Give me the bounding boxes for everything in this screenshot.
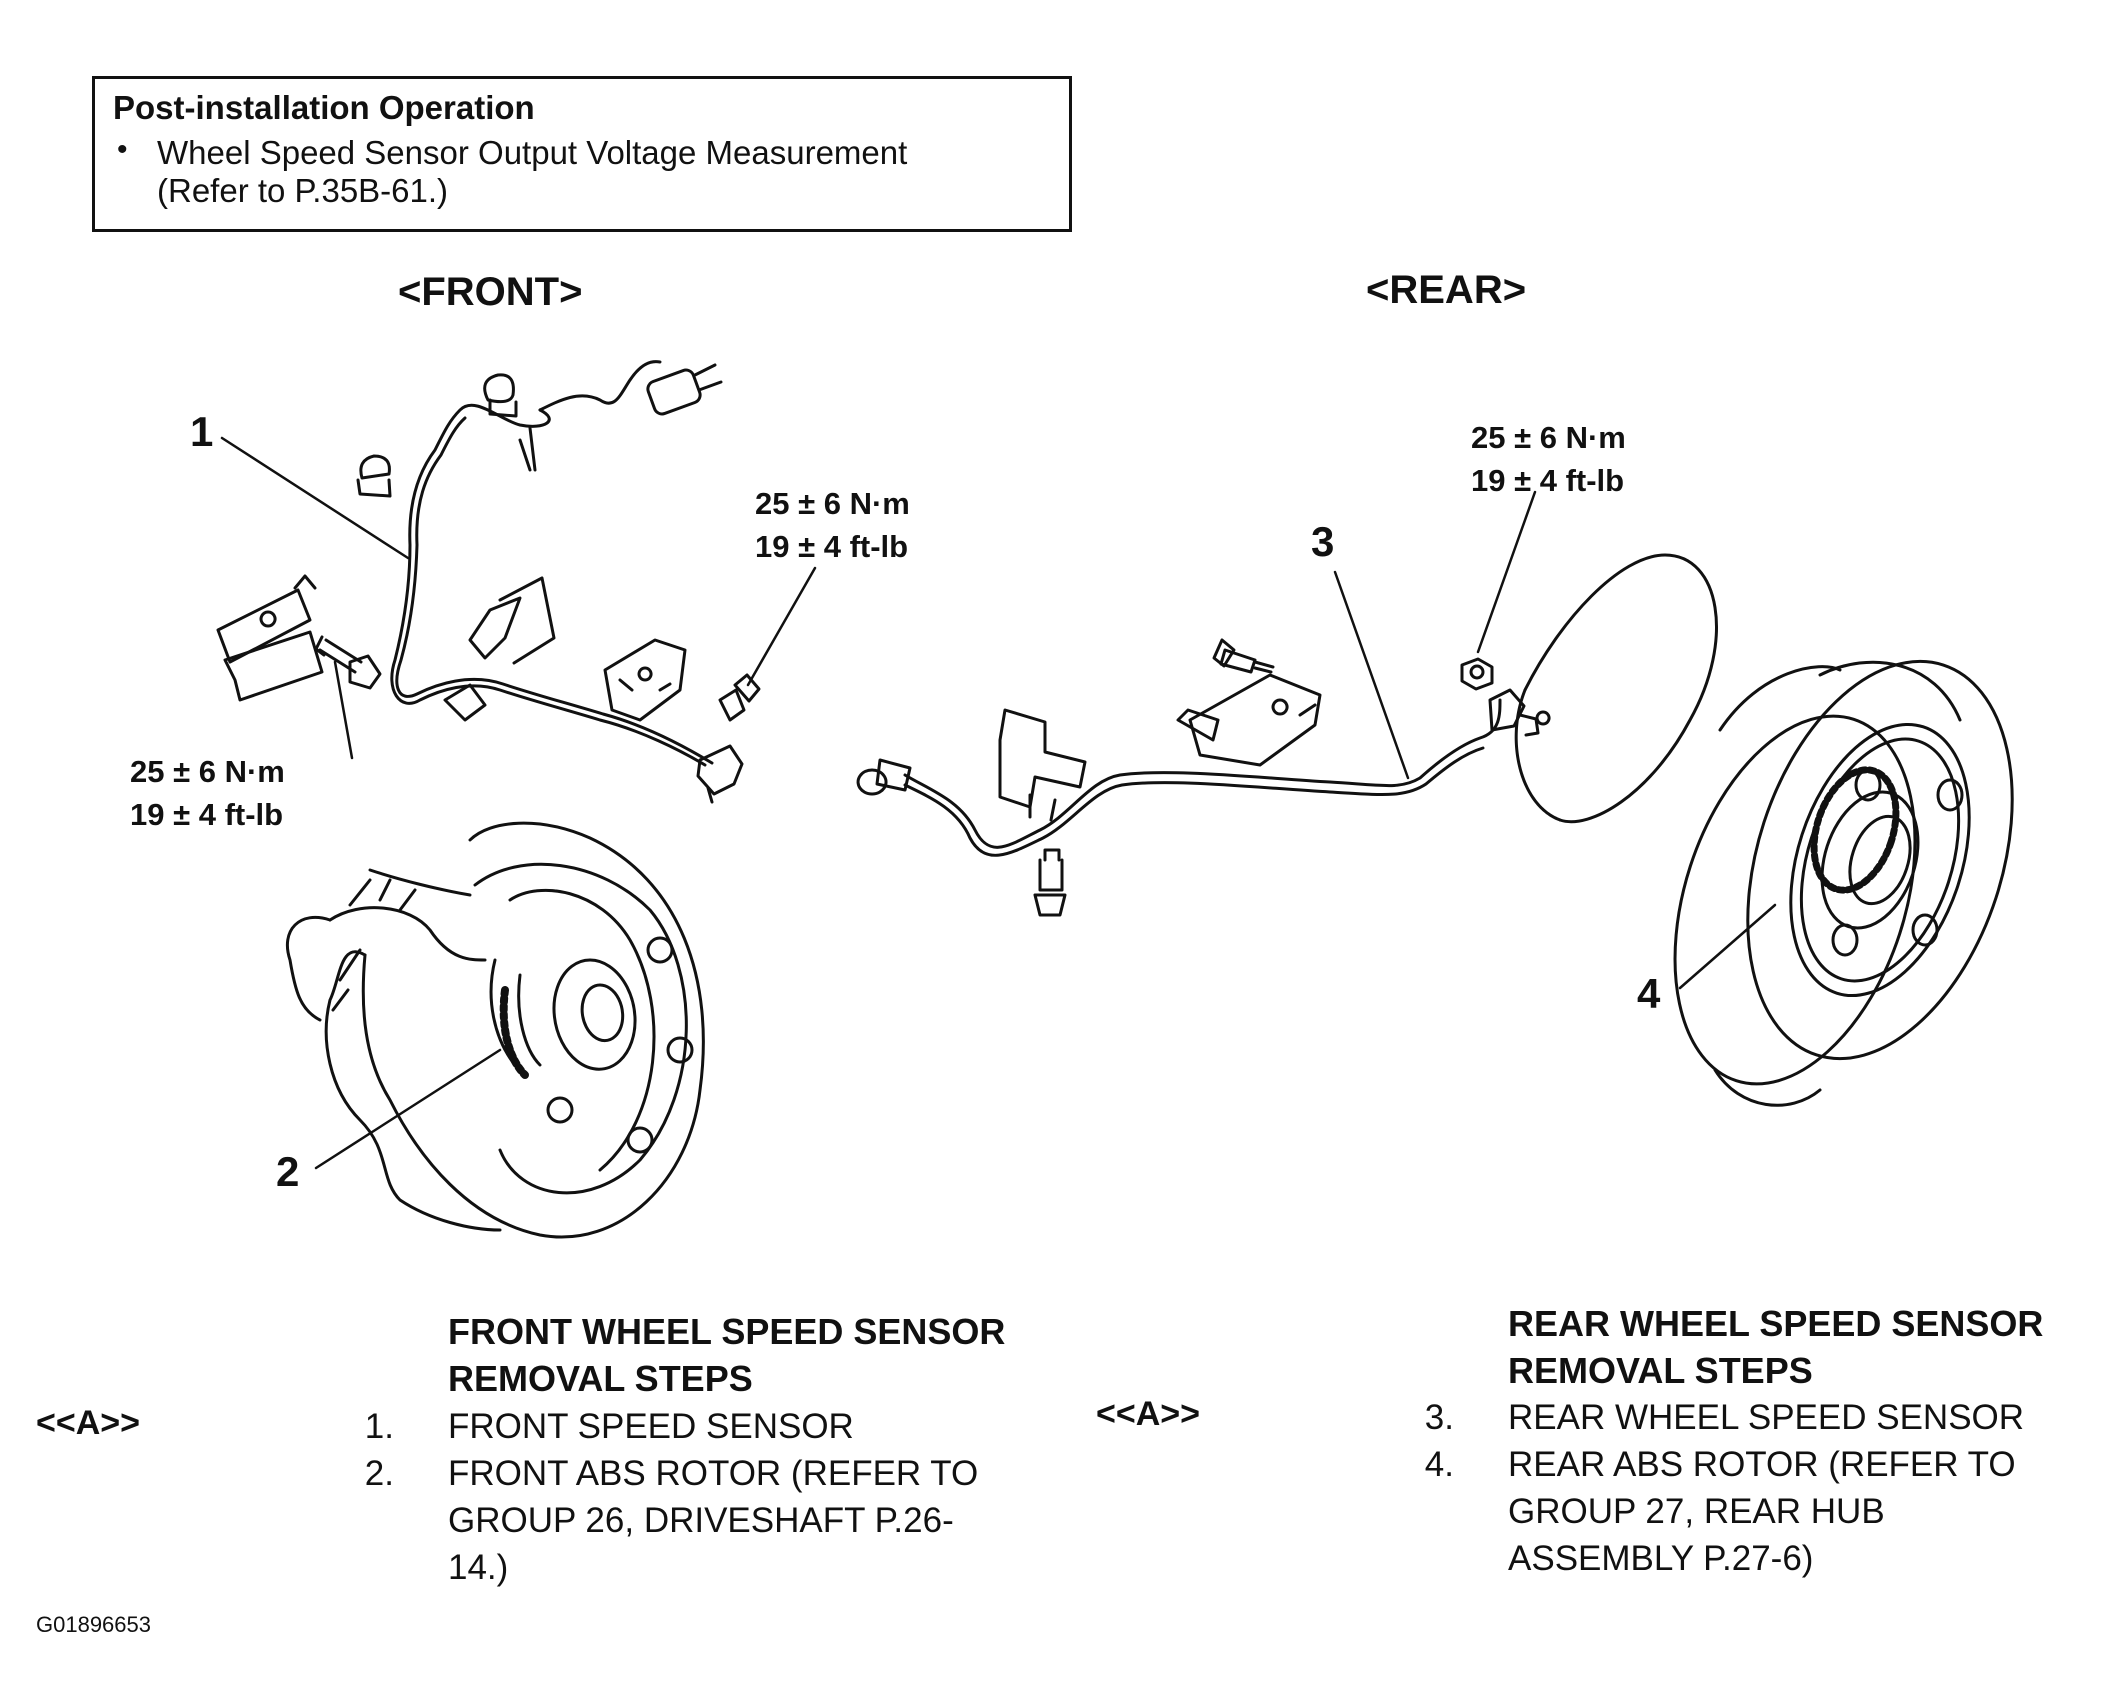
- rear-speed-sensor-harness: [856, 638, 1551, 917]
- rear-section-title: <REAR>: [1366, 268, 1527, 312]
- rear-backing-plate: [1514, 553, 1718, 824]
- leader-torque-front-left: [333, 660, 354, 760]
- callout-4: 4: [1637, 970, 1661, 1017]
- front-ref-tag: <<A>>: [36, 1404, 140, 1442]
- rear-step-4-line-2: GROUP 27, REAR HUB: [1508, 1492, 1885, 1531]
- front-steps-heading-line-2: REMOVAL STEPS: [448, 1358, 753, 1399]
- front-wheel-hub-and-abs-rotor: [285, 821, 705, 1239]
- rear-steps-heading-line-1: REAR WHEEL SPEED SENSOR: [1508, 1303, 2044, 1344]
- callout-2: 2: [276, 1148, 300, 1195]
- rear-step-4-number: 4.: [1424, 1445, 1454, 1484]
- torque-ftlb: 19 ± 4 ft-lb: [130, 797, 284, 832]
- front-step-2-line-2: GROUP 26, DRIVESHAFT P.26-: [448, 1501, 954, 1540]
- front-step-2-number: 2.: [364, 1454, 394, 1493]
- rear-step-4-line-3: ASSEMBLY P.27-6): [1508, 1539, 1814, 1578]
- post-installation-note: Post-installation Operation • Wheel Spee…: [92, 76, 1072, 232]
- torque-spec-front-right: 25 ± 6 N·m 19 ± 4 ft-lb: [755, 482, 910, 568]
- torque-nm: 25 ± 6 N·m: [755, 486, 910, 521]
- torque-nm: 25 ± 6 N·m: [1471, 420, 1626, 455]
- rear-steps-heading: REAR WHEEL SPEED SENSOR REMOVAL STEPS: [1508, 1300, 2043, 1394]
- front-step-2-line-1: FRONT ABS ROTOR (REFER TO: [448, 1454, 979, 1493]
- leader-4: [1678, 903, 1777, 990]
- figure-code: G01896653: [36, 1612, 151, 1637]
- front-speed-sensor-harness: [216, 360, 761, 804]
- rear-step-4-line-1: REAR ABS ROTOR (REFER TO: [1508, 1445, 2016, 1484]
- leader-3: [1333, 570, 1410, 780]
- rear-ref-tag: <<A>>: [1096, 1395, 1200, 1433]
- leader-1: [220, 436, 410, 560]
- front-step-2-line-3: 14.): [448, 1548, 509, 1587]
- leader-lines: [220, 436, 1777, 1170]
- front-steps-heading: FRONT WHEEL SPEED SENSOR REMOVAL STEPS: [448, 1308, 1005, 1402]
- rear-step-3-text: REAR WHEEL SPEED SENSOR: [1508, 1394, 2024, 1441]
- callout-1: 1: [190, 408, 214, 455]
- callout-3: 3: [1311, 518, 1335, 565]
- rear-step-3-number: 3.: [1424, 1398, 1454, 1437]
- leader-torque-front-right: [746, 566, 817, 687]
- torque-nm: 25 ± 6 N·m: [130, 754, 285, 789]
- front-step-1-number: 1.: [364, 1407, 394, 1446]
- front-step-1-text: FRONT SPEED SENSOR: [448, 1403, 854, 1450]
- note-title: Post-installation Operation: [113, 89, 535, 126]
- note-line-2: (Refer to P.35B-61.): [157, 172, 449, 209]
- rear-drum-hub-and-abs-rotor: [1673, 659, 2014, 1107]
- front-step-1-line-1: FRONT SPEED SENSOR: [448, 1407, 854, 1446]
- front-step-2-text: FRONT ABS ROTOR (REFER TO GROUP 26, DRIV…: [448, 1450, 978, 1591]
- front-section-title: <FRONT>: [398, 270, 583, 314]
- torque-ftlb: 19 ± 4 ft-lb: [755, 529, 909, 564]
- rear-step-3-line-1: REAR WHEEL SPEED SENSOR: [1508, 1398, 2025, 1437]
- note-line-1: Wheel Speed Sensor Output Voltage Measur…: [157, 134, 908, 171]
- front-steps-heading-line-1: FRONT WHEEL SPEED SENSOR: [448, 1311, 1006, 1352]
- bullet-icon: •: [117, 133, 128, 166]
- rear-step-4-text: REAR ABS ROTOR (REFER TO GROUP 27, REAR …: [1508, 1441, 2016, 1582]
- torque-spec-front-left: 25 ± 6 N·m 19 ± 4 ft-lb: [130, 750, 285, 836]
- torque-ftlb: 19 ± 4 ft-lb: [1471, 463, 1625, 498]
- rear-steps-heading-line-2: REMOVAL STEPS: [1508, 1350, 1813, 1391]
- torque-spec-rear: 25 ± 6 N·m 19 ± 4 ft-lb: [1471, 416, 1626, 502]
- leader-torque-rear: [1476, 490, 1537, 654]
- leader-2: [314, 1048, 502, 1170]
